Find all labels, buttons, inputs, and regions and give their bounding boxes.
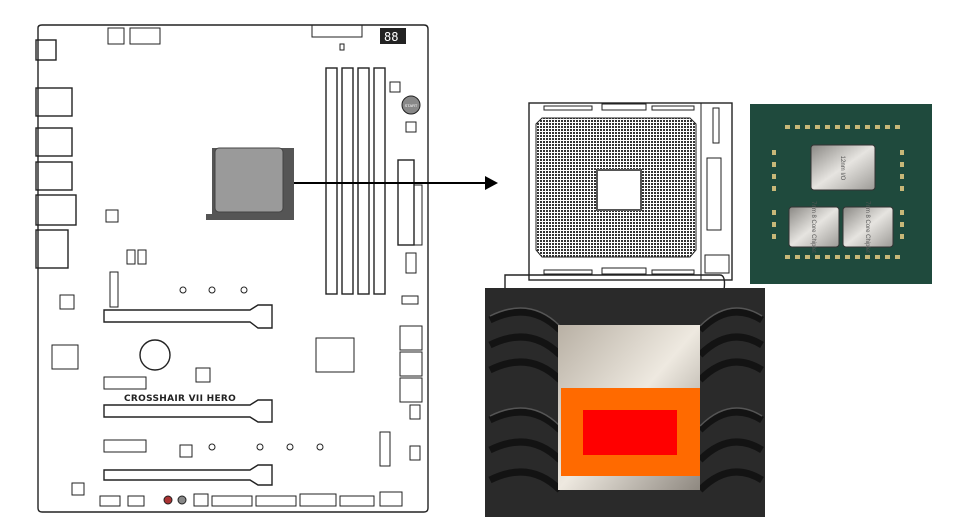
- socket-center-cutout: [596, 169, 642, 211]
- standoffs: [179, 286, 324, 451]
- cpu-power-connector: [107, 27, 125, 45]
- pointer-arrow: [294, 176, 498, 190]
- pcie-slots: [103, 304, 273, 486]
- hotspot-overlay: [583, 410, 677, 455]
- rear-io-ports: [35, 39, 77, 269]
- debug-led-value: 88: [384, 30, 398, 44]
- chiplet-label: 7nm 8 Core Chiplet: [810, 201, 816, 253]
- cpu-power-connector: [129, 27, 161, 45]
- atx-power-connector: [397, 159, 415, 246]
- chiplet-1: [842, 206, 894, 248]
- io-die: [810, 144, 876, 191]
- am4-socket-drawing: [504, 102, 733, 291]
- board-name-label: CROSSHAIR VII HERO: [124, 394, 236, 404]
- fan-headers: [311, 24, 363, 38]
- start-button: [401, 95, 421, 115]
- chiplet-label: 7nm 8 Core Chiplet: [864, 201, 870, 253]
- chipset: [315, 337, 355, 373]
- cmos-battery: [139, 339, 171, 371]
- heatpipes: [488, 308, 764, 493]
- chiplet-0: [788, 206, 840, 248]
- ihs-hotspot-photo: [485, 288, 765, 517]
- io-die-label: 12nm I/O: [839, 156, 845, 181]
- dimm-slots: [325, 67, 386, 295]
- bottom-headers: [99, 491, 403, 507]
- contact-pads: [772, 125, 904, 259]
- cpu-socket-highlight: [206, 147, 294, 220]
- m2-slot: [379, 431, 391, 467]
- motherboard-diagram: 88 START: [35, 24, 429, 513]
- ryzen-cpu-package: 12nm I/O 7nm 8 Core Chiplet 7nm 8 Core C…: [750, 104, 932, 284]
- m2-slot: [109, 271, 119, 308]
- debug-led-display: [380, 28, 406, 44]
- start-button-label: START: [405, 103, 418, 108]
